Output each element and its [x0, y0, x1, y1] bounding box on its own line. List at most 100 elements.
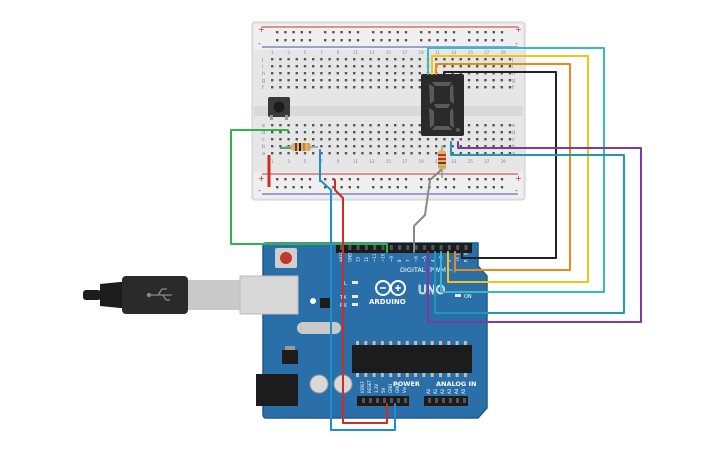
breadboard-hole[interactable]: [312, 145, 315, 148]
breadboard-hole[interactable]: [303, 131, 307, 134]
power-pin[interactable]: [397, 398, 400, 403]
breadboard-hole[interactable]: [361, 58, 364, 61]
header-pin[interactable]: [431, 245, 435, 250]
breadboard-hole[interactable]: [312, 124, 315, 127]
breadboard-hole[interactable]: [295, 86, 298, 89]
breadboard-hole[interactable]: [500, 152, 503, 155]
rail-hole[interactable]: [340, 31, 343, 34]
rail-hole[interactable]: [372, 178, 375, 181]
rail-hole[interactable]: [444, 178, 447, 181]
breadboard-hole[interactable]: [394, 131, 397, 134]
breadboard-hole[interactable]: [279, 65, 282, 68]
rail-hole[interactable]: [276, 186, 279, 189]
rail-hole[interactable]: [292, 39, 295, 42]
breadboard-hole[interactable]: [394, 152, 397, 155]
breadboard-hole[interactable]: [402, 79, 405, 82]
usb-connector[interactable]: [188, 280, 246, 310]
breadboard-hole[interactable]: [394, 86, 397, 89]
breadboard-hole[interactable]: [279, 79, 282, 82]
breadboard-hole[interactable]: [402, 65, 405, 68]
breadboard-hole[interactable]: [443, 58, 446, 61]
rail-hole[interactable]: [468, 39, 471, 42]
breadboard-hole[interactable]: [369, 124, 372, 127]
breadboard-hole[interactable]: [508, 138, 512, 141]
digital-header[interactable]: [336, 243, 472, 253]
breadboard-hole[interactable]: [312, 72, 315, 75]
breadboard-hole[interactable]: [394, 138, 397, 141]
breadboard-hole[interactable]: [418, 72, 421, 75]
breadboard-hole[interactable]: [320, 86, 323, 89]
breadboard-hole[interactable]: [492, 79, 495, 82]
breadboard-hole[interactable]: [279, 138, 282, 141]
breadboard-hole[interactable]: [377, 86, 380, 89]
breadboard-hole[interactable]: [459, 72, 462, 75]
analog-pin[interactable]: [456, 398, 459, 403]
breadboard-hole[interactable]: [377, 72, 380, 75]
seven-segment-display[interactable]: [421, 74, 464, 136]
rail-hole[interactable]: [348, 178, 351, 181]
breadboard-hole[interactable]: [500, 79, 503, 82]
breadboard-hole[interactable]: [410, 72, 413, 75]
breadboard-hole[interactable]: [484, 58, 487, 61]
breadboard-hole[interactable]: [500, 72, 503, 75]
breadboard-hole[interactable]: [279, 86, 282, 89]
rail-hole[interactable]: [444, 186, 447, 189]
rail-hole[interactable]: [420, 178, 423, 181]
breadboard-hole[interactable]: [402, 145, 405, 148]
rail-hole[interactable]: [300, 186, 303, 189]
breadboard-hole[interactable]: [320, 65, 323, 68]
rail-hole[interactable]: [380, 178, 383, 181]
breadboard-hole[interactable]: [328, 124, 331, 127]
breadboard-hole[interactable]: [492, 72, 495, 75]
breadboard-hole[interactable]: [295, 72, 298, 75]
rail-hole[interactable]: [484, 186, 487, 189]
power-pin[interactable]: [404, 398, 407, 403]
breadboard-hole[interactable]: [369, 138, 372, 141]
breadboard-hole[interactable]: [385, 86, 389, 89]
breadboard-hole[interactable]: [451, 58, 454, 61]
rail-hole[interactable]: [444, 31, 447, 34]
breadboard-hole[interactable]: [353, 124, 356, 127]
breadboard-hole[interactable]: [271, 79, 274, 82]
breadboard-hole[interactable]: [418, 124, 421, 127]
breadboard-hole[interactable]: [418, 58, 421, 61]
usb-cable[interactable]: [83, 275, 299, 315]
rail-hole[interactable]: [348, 186, 351, 189]
breadboard-hole[interactable]: [451, 72, 454, 75]
breadboard-hole[interactable]: [361, 86, 364, 89]
rail-hole[interactable]: [452, 178, 456, 181]
breadboard-hole[interactable]: [353, 58, 356, 61]
breadboard-hole[interactable]: [476, 72, 479, 75]
breadboard-hole[interactable]: [377, 58, 380, 61]
breadboard-hole[interactable]: [320, 124, 323, 127]
breadboard-hole[interactable]: [500, 124, 503, 127]
breadboard-hole[interactable]: [287, 79, 290, 82]
breadboard-hole[interactable]: [385, 131, 389, 134]
rail-hole[interactable]: [324, 31, 327, 34]
breadboard-hole[interactable]: [287, 65, 290, 68]
header-pin[interactable]: [414, 245, 418, 250]
header-pin[interactable]: [464, 245, 468, 250]
breadboard-hole[interactable]: [287, 58, 290, 61]
breadboard-hole[interactable]: [500, 58, 503, 61]
breadboard-hole[interactable]: [394, 124, 397, 127]
power-pin[interactable]: [369, 398, 372, 403]
rail-hole[interactable]: [284, 178, 287, 181]
breadboard-hole[interactable]: [508, 58, 512, 61]
breadboard-hole[interactable]: [418, 152, 421, 155]
breadboard-hole[interactable]: [467, 58, 471, 61]
breadboard-hole[interactable]: [336, 152, 339, 155]
breadboard-hole[interactable]: [328, 131, 331, 134]
breadboard-hole[interactable]: [508, 145, 512, 148]
power-pin[interactable]: [362, 398, 365, 403]
digital-header-pins[interactable]: [340, 245, 468, 250]
rail-hole[interactable]: [380, 31, 383, 34]
rail-hole[interactable]: [356, 39, 360, 42]
breadboard-hole[interactable]: [303, 72, 307, 75]
breadboard-hole[interactable]: [328, 145, 331, 148]
rail-hole[interactable]: [332, 39, 335, 42]
breadboard-hole[interactable]: [402, 86, 405, 89]
breadboard-hole[interactable]: [287, 86, 290, 89]
breadboard-hole[interactable]: [336, 86, 339, 89]
